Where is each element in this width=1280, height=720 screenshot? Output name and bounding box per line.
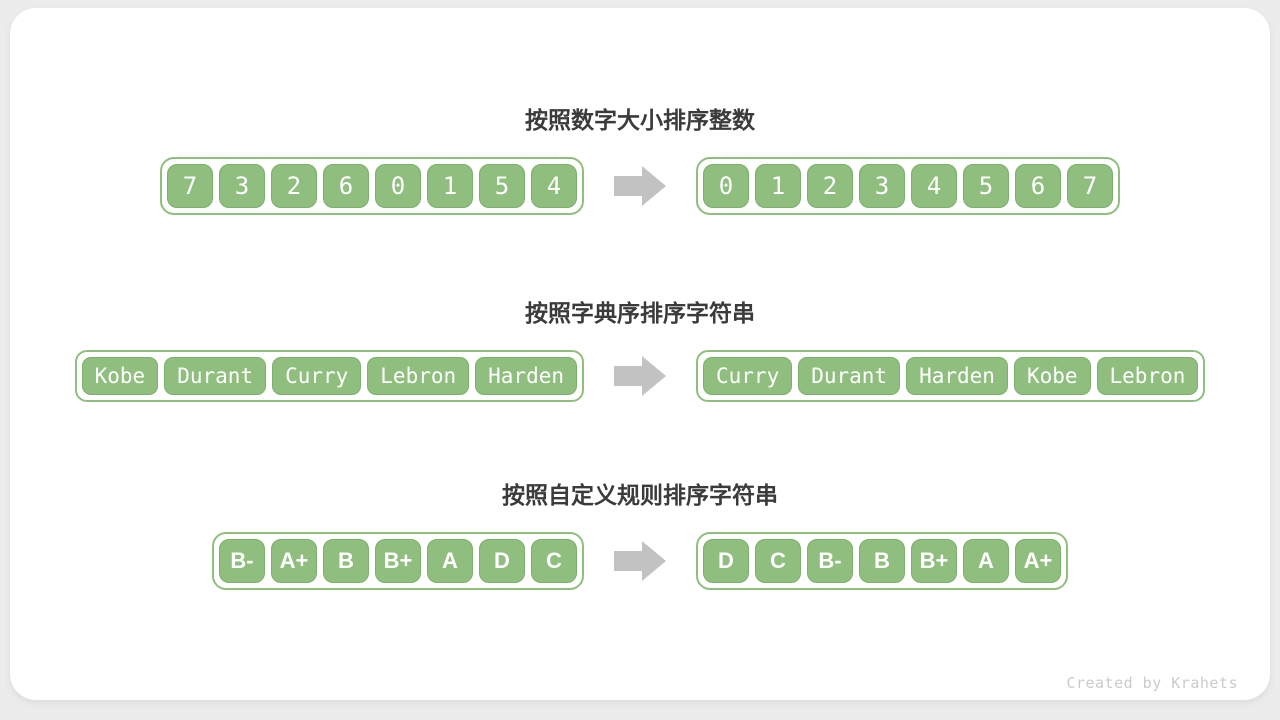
section-title: 按照自定义规则排序字符串 xyxy=(502,482,778,508)
array-box: C xyxy=(755,539,801,583)
array-box: A xyxy=(963,539,1009,583)
credit-text: Created by Krahets xyxy=(1066,674,1238,692)
array-box: 2 xyxy=(807,164,853,208)
array-box: 1 xyxy=(755,164,801,208)
array-box: Lebron xyxy=(367,357,470,395)
array-box: Kobe xyxy=(81,357,159,395)
array-box: Curry xyxy=(703,357,793,395)
array-box: B+ xyxy=(911,539,957,583)
arrow-right-icon xyxy=(614,166,666,206)
array-box: 0 xyxy=(375,164,421,208)
array-box: Harden xyxy=(475,357,577,395)
array-box: B- xyxy=(807,539,853,583)
arrow-right-icon xyxy=(614,541,666,581)
array-box: 3 xyxy=(219,164,265,208)
array-box: Curry xyxy=(272,357,362,395)
array-box: 6 xyxy=(323,164,369,208)
array-box: B xyxy=(323,539,369,583)
array-box: 5 xyxy=(479,164,525,208)
array-box: D xyxy=(703,539,749,583)
array-box: 0 xyxy=(703,164,749,208)
array-box: 7 xyxy=(1067,164,1113,208)
array-box: Kobe xyxy=(1013,357,1091,395)
array-box: Durant xyxy=(798,357,901,395)
array-box: Lebron xyxy=(1096,357,1199,395)
arrow-right-icon xyxy=(614,356,666,396)
array-box: C xyxy=(531,539,577,583)
array-box: 6 xyxy=(1015,164,1061,208)
array-box: Durant xyxy=(164,357,267,395)
array-box: B- xyxy=(219,539,265,583)
array-box: B+ xyxy=(375,539,421,583)
array-box: A+ xyxy=(271,539,317,583)
array-box: B xyxy=(859,539,905,583)
array-box: Harden xyxy=(906,357,1008,395)
array-box: A+ xyxy=(1015,539,1061,583)
array-box: 5 xyxy=(963,164,1009,208)
array-box: 7 xyxy=(167,164,213,208)
section-title: 按照字典序排序字符串 xyxy=(525,300,755,326)
array-box: 2 xyxy=(271,164,317,208)
array-box: A xyxy=(427,539,473,583)
array-box: 1 xyxy=(427,164,473,208)
array-box: 4 xyxy=(531,164,577,208)
array-box: 3 xyxy=(859,164,905,208)
array-box: 4 xyxy=(911,164,957,208)
array-box: D xyxy=(479,539,525,583)
section-title: 按照数字大小排序整数 xyxy=(525,107,755,133)
